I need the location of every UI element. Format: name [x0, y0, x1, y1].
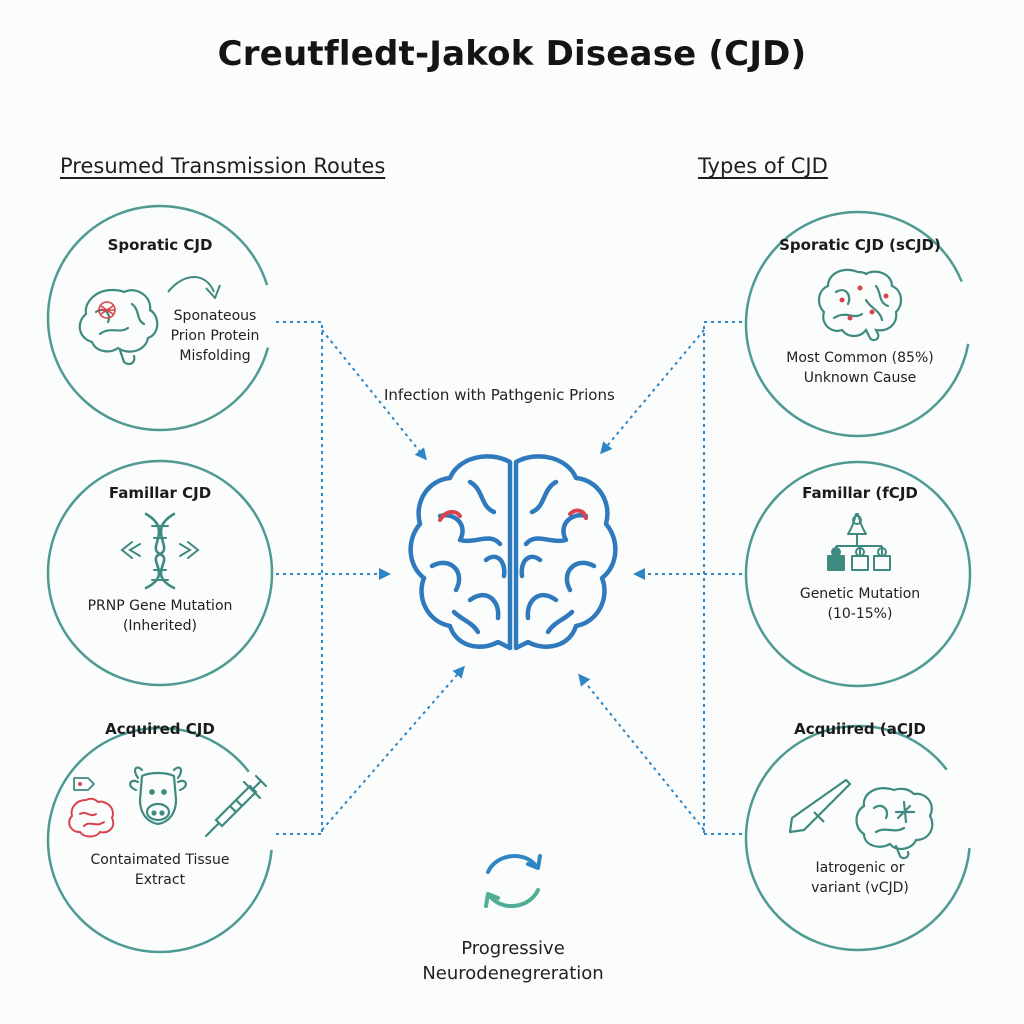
text-line: Prion Protein [170, 328, 260, 344]
right-node-familial-description: Genetic Mutation (10-15%) [765, 584, 955, 624]
left-circle-sporadic [46, 204, 274, 432]
right-node-acquired-title: Acquiired (aCJD [794, 720, 926, 738]
central-brain-icon [408, 454, 618, 651]
left-node-acquired-title: Acquired CJD [105, 720, 215, 738]
right-node-acquired-description: Iatrogenic or variant (vCJD) [765, 858, 955, 898]
dna-helix-icon [144, 512, 176, 590]
hand-sample-icon [73, 777, 95, 791]
text-line: (Inherited) [122, 618, 198, 634]
left-node-sporadic-title: Sporatic CJD [107, 236, 213, 254]
arrow-left-to-brain-bottom [321, 665, 465, 831]
curved-arrow-head [205, 284, 221, 299]
sporadic-brain-icon [78, 288, 159, 366]
center-caption: Infection with Pathgenic Prions [384, 386, 615, 404]
text-line: variant (vCJD) [811, 880, 909, 896]
footer-line-2: Neurodenegreration [422, 963, 604, 984]
right-node-sporadic-title: Sporatic CJD (sCJD) [779, 236, 941, 254]
syringe-icon [204, 774, 268, 838]
text-line: Iatrogenic or [815, 860, 905, 876]
page-title: Creutfledt-Jakok Disease (CJD) [217, 34, 807, 74]
text-line: Contaimated Tissue [90, 852, 230, 868]
left-node-familial-description: PRNP Gene Mutation (Inherited) [60, 596, 260, 636]
section-heading-transmission-routes: Presumed Transmission Routes [60, 154, 386, 178]
right-node-familial-title: Famillar (fCJD [802, 484, 918, 502]
right-node-sporadic-description: Most Common (85%) Unknown Cause [765, 348, 955, 388]
connector-left-top [276, 321, 323, 834]
text-line: PRNP Gene Mutation [87, 598, 233, 614]
scalpel-icon [788, 778, 852, 834]
left-node-acquired-description: Contaimated Tissue Extract [60, 850, 260, 890]
family-pedigree-icon [827, 513, 891, 571]
connector-right-top [703, 321, 742, 834]
left-circle-familial [46, 459, 274, 687]
text-line: Unknown Cause [803, 370, 917, 386]
progression-cycle-icon [484, 853, 542, 909]
dna-arrows-icon [120, 541, 200, 559]
arrow-right-to-brain-bottom [578, 673, 705, 831]
left-node-familial-title: Famillar CJD [108, 484, 212, 502]
footer-progressive-neurodegeneration: Progressive Neurodenegreration [400, 936, 626, 986]
sporadic-brain-dots-icon [818, 268, 902, 342]
text-line: Genetic Mutation [799, 586, 921, 602]
sporadic-misfolded-protein-icon [98, 301, 116, 319]
footer-line-1: Progressive [461, 938, 565, 959]
text-line: Misfolding [179, 348, 251, 364]
text-line: Most Common (85%) [786, 350, 934, 366]
left-node-sporadic-description: Sponateous Prion Protein Misfolding [160, 306, 270, 366]
left-circle-acquired [46, 726, 274, 954]
acquired-brain-icon [855, 787, 934, 860]
brain-prion-spot-left [438, 509, 462, 522]
right-circle-acquired [744, 724, 972, 952]
curved-arrow-icon [167, 276, 215, 293]
text-line: Extract [134, 872, 186, 888]
prion-dots-icon [839, 285, 889, 321]
contaminated-brain-icon [68, 797, 115, 838]
cow-icon [129, 766, 187, 826]
arrow-right-to-brain-top [600, 329, 705, 455]
right-circle-familial [744, 460, 972, 688]
section-heading-types: Types of CJD [698, 154, 828, 178]
text-line: Sponateous [173, 308, 257, 324]
text-line: (10-15%) [827, 606, 893, 622]
right-circle-sporadic [744, 210, 972, 438]
brain-prion-spot-right [568, 508, 588, 520]
